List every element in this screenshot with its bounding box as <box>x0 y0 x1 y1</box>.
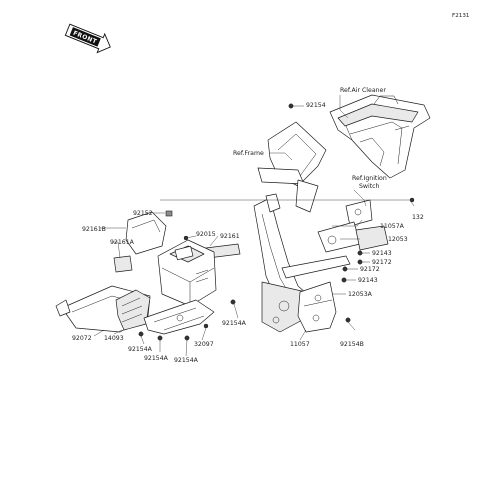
label-92154a-1: 92154A <box>128 346 153 353</box>
label-12053a: 12053A <box>348 291 373 298</box>
label-92154b: 92154B <box>340 341 364 348</box>
washer-92143-b <box>341 277 347 283</box>
bracket-12053a <box>297 281 337 333</box>
label-92161a: 92161A <box>110 239 135 246</box>
leader-lines <box>93 95 415 357</box>
clip-32097 <box>203 323 209 329</box>
label-14093: 14093 <box>104 335 124 342</box>
ref-ignition-switch-line2: Switch <box>359 183 380 190</box>
bolt-92172-b <box>342 266 348 272</box>
bolt-92154a-1 <box>138 331 144 337</box>
bolt-92154b <box>345 317 351 323</box>
bolt-132 <box>409 197 415 203</box>
label-92161: 92161 <box>220 233 240 240</box>
bolt-92172-a <box>357 259 363 265</box>
front-direction-arrow: FRONT <box>64 23 111 54</box>
label-12053: 12053 <box>388 236 408 243</box>
bolt-92154a-4 <box>230 299 236 305</box>
washer-92143-a <box>357 250 363 256</box>
label-92154a-4: 92154A <box>222 320 247 327</box>
label-92172-b: 92172 <box>360 266 380 273</box>
air-cleaner-reference-part <box>329 94 431 179</box>
label-132: 132 <box>412 214 424 221</box>
label-92154a-2: 92154A <box>144 355 169 362</box>
diagram-code: F2131 <box>452 13 470 19</box>
battery-holder <box>143 299 215 335</box>
label-92152: 92152 <box>133 210 153 217</box>
clip-92152 <box>165 210 173 217</box>
ref-air-cleaner: Ref.Air Cleaner <box>340 87 386 94</box>
bracket-11057a <box>345 199 373 227</box>
label-92154a-3: 92154A <box>174 357 199 364</box>
label-92161b: 92161B <box>82 226 106 233</box>
label-32097: 32097 <box>194 341 214 348</box>
label-11057a: 11057A <box>380 223 405 230</box>
ignition-bracket <box>317 221 389 253</box>
label-92015: 92015 <box>196 231 216 238</box>
frame-bracket-reference-part <box>257 121 327 213</box>
bolt-92154a-2 <box>157 335 163 341</box>
ref-ignition-switch-line1: Ref.Ignition <box>352 175 387 182</box>
part-number-labels: 92154 Ref.Air Cleaner Ref.Frame Ref.Igni… <box>72 87 424 364</box>
label-92154-top: 92154 <box>306 102 326 109</box>
pad-92161a <box>113 255 133 273</box>
label-92143-a: 92143 <box>372 250 392 257</box>
ref-frame: Ref.Frame <box>233 150 264 157</box>
main-frame-reference-part <box>253 193 351 333</box>
bolt-92154a-3 <box>184 335 190 341</box>
label-11057: 11057 <box>290 341 310 348</box>
label-92072: 92072 <box>72 335 92 342</box>
cover-92161b <box>125 211 167 255</box>
label-92172-a: 92172 <box>372 259 392 266</box>
battery-case <box>157 239 217 307</box>
label-92143-b: 92143 <box>358 277 378 284</box>
